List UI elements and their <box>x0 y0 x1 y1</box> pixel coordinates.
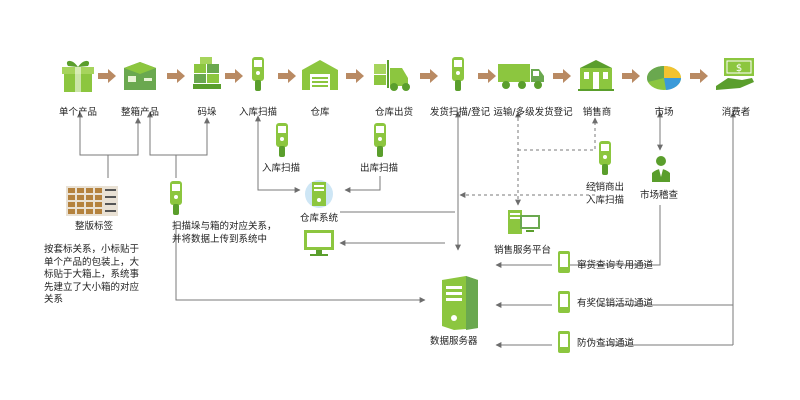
warehouse-system-label: 仓库系统 <box>300 213 339 224</box>
forklift-icon <box>374 60 410 91</box>
step-label: 单个产品 <box>58 107 98 118</box>
monitor-icon <box>304 230 334 256</box>
data-server-icon <box>442 276 478 330</box>
carton-box-icon <box>124 62 156 90</box>
scan-note: 扫描垛与箱的对应关系， 并将数据上传到系统中 <box>172 221 277 245</box>
data-server-label: 数据服务器 <box>430 336 478 347</box>
step-label: 销售商 <box>582 107 612 118</box>
mobile-phone-icon <box>558 251 570 273</box>
channel-label: 窜货查询专用通道 <box>577 260 654 271</box>
market-check-label: 市场稽查 <box>640 190 679 201</box>
handheld-scanner-icon <box>170 181 182 215</box>
inbound-scan-label: 入库扫描 <box>262 163 301 174</box>
step-label: 消费者 <box>721 107 751 118</box>
pallet-stack-icon <box>193 57 221 89</box>
storefront-icon <box>578 60 614 91</box>
inspector-person-icon <box>652 156 670 182</box>
handheld-scanner-icon <box>276 123 288 157</box>
handheld-scanner-icon <box>252 57 264 91</box>
sales-platform-icon <box>508 210 540 234</box>
svg-text:$: $ <box>736 63 742 74</box>
mobile-phone-icon <box>558 331 570 353</box>
gift-box-icon <box>62 60 94 92</box>
outbound-scan-label: 出库扫描 <box>360 163 399 174</box>
step-label: 码垛 <box>197 107 217 118</box>
warehouse-icon <box>302 60 338 90</box>
step-label: 整箱产品 <box>120 107 160 118</box>
step-label: 入库扫描 <box>238 107 278 118</box>
sheet-label-note: 按套标关系，小标贴于 单个产品的包装上，大 标贴于大箱上，系统事 先建立了大小箱… <box>44 244 140 305</box>
handheld-scanner-icon <box>599 141 611 175</box>
dealer-scan-label: 经销商出 入库扫描 <box>586 182 625 206</box>
step-label: 运输/多级发货登记 <box>493 107 573 118</box>
channel-label: 有奖促销活动通道 <box>577 298 654 309</box>
step-label: 市场 <box>654 107 674 118</box>
step-label: 仓库 <box>310 107 330 118</box>
sheet-label-title: 整版标签 <box>75 221 114 232</box>
sheet-label-icon <box>66 186 118 216</box>
warehouse-system-icon <box>305 180 333 208</box>
handheld-scanner-icon <box>452 57 464 91</box>
channel-label: 防伪查询通道 <box>577 338 635 349</box>
sales-platform-label: 销售服务平台 <box>494 245 552 256</box>
flow-arrows <box>98 69 708 83</box>
handheld-scanner-icon <box>374 123 386 157</box>
pie-chart-icon <box>647 66 682 90</box>
step-label: 仓库出货 <box>374 107 414 118</box>
mobile-phone-icon <box>558 291 570 313</box>
cash-in-hand-icon: $ <box>716 58 754 90</box>
truck-icon <box>498 64 544 89</box>
step-label: 发货扫描/登记 <box>429 107 491 118</box>
